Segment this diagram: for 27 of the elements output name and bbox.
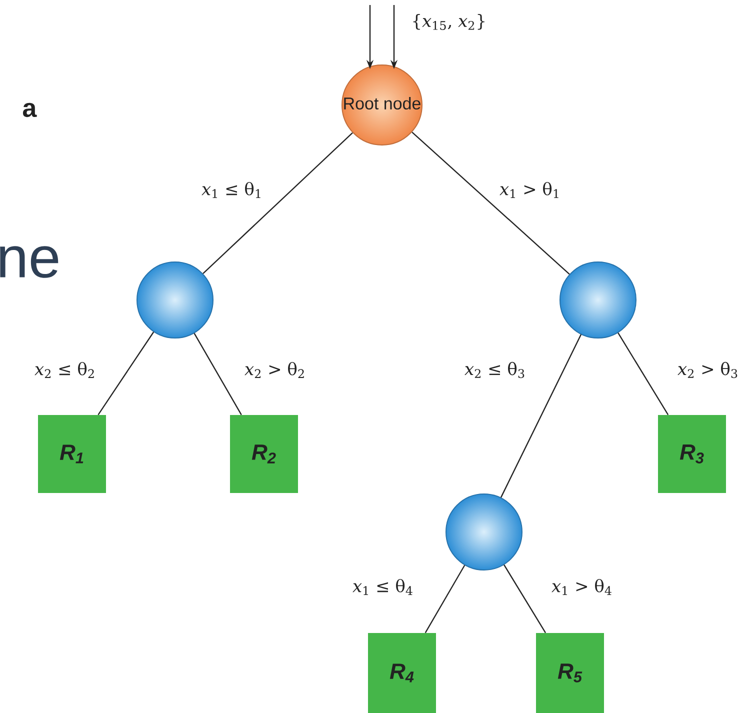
- leaf-box: R$_{4}$: [368, 632, 436, 713]
- leaf-box: R$_{2}$: [230, 415, 298, 493]
- decision-circle: [560, 262, 636, 338]
- leaf-box: R$_{5}$: [536, 632, 604, 713]
- branch-line: [618, 332, 669, 416]
- edge-label: x$_{2}$ ≤ θ$_{3}$: [464, 360, 526, 380]
- branch-line: [98, 332, 154, 416]
- edge-label: x$_{2}$ ≤ θ$_{2}$: [34, 361, 97, 379]
- leaf-box: R$_{1}$: [38, 415, 106, 493]
- leaf-box: R$_{3}$: [658, 415, 726, 493]
- slide-text-fragment: ne: [0, 246, 58, 278]
- branch-line: [202, 132, 353, 274]
- edge-label: x$_{2}$ > θ$_{2}$: [244, 361, 306, 379]
- decision-circle: [446, 494, 522, 570]
- branch-line: [412, 132, 570, 275]
- edge-label: {x$_{15}$, x$_{2}$}: [410, 13, 488, 31]
- edge-label: x$_{1}$ ≤ θ$_{1}$: [200, 181, 264, 199]
- edge-label: x$_{1}$ ≤ θ$_{4}$: [352, 578, 414, 596]
- branch-line: [424, 564, 466, 634]
- edge-label: x$_{2}$ > θ$_{3}$: [676, 360, 740, 380]
- edge-label: x$_{1}$ > θ$_{4}$: [550, 578, 614, 596]
- label-letter: a: [22, 102, 37, 118]
- branch-line: [504, 564, 546, 634]
- edge-label: x$_{1}$ > θ$_{1}$: [498, 181, 562, 199]
- branch-line: [194, 333, 242, 416]
- branch-line: [500, 334, 582, 498]
- decision-circle: [136, 262, 214, 338]
